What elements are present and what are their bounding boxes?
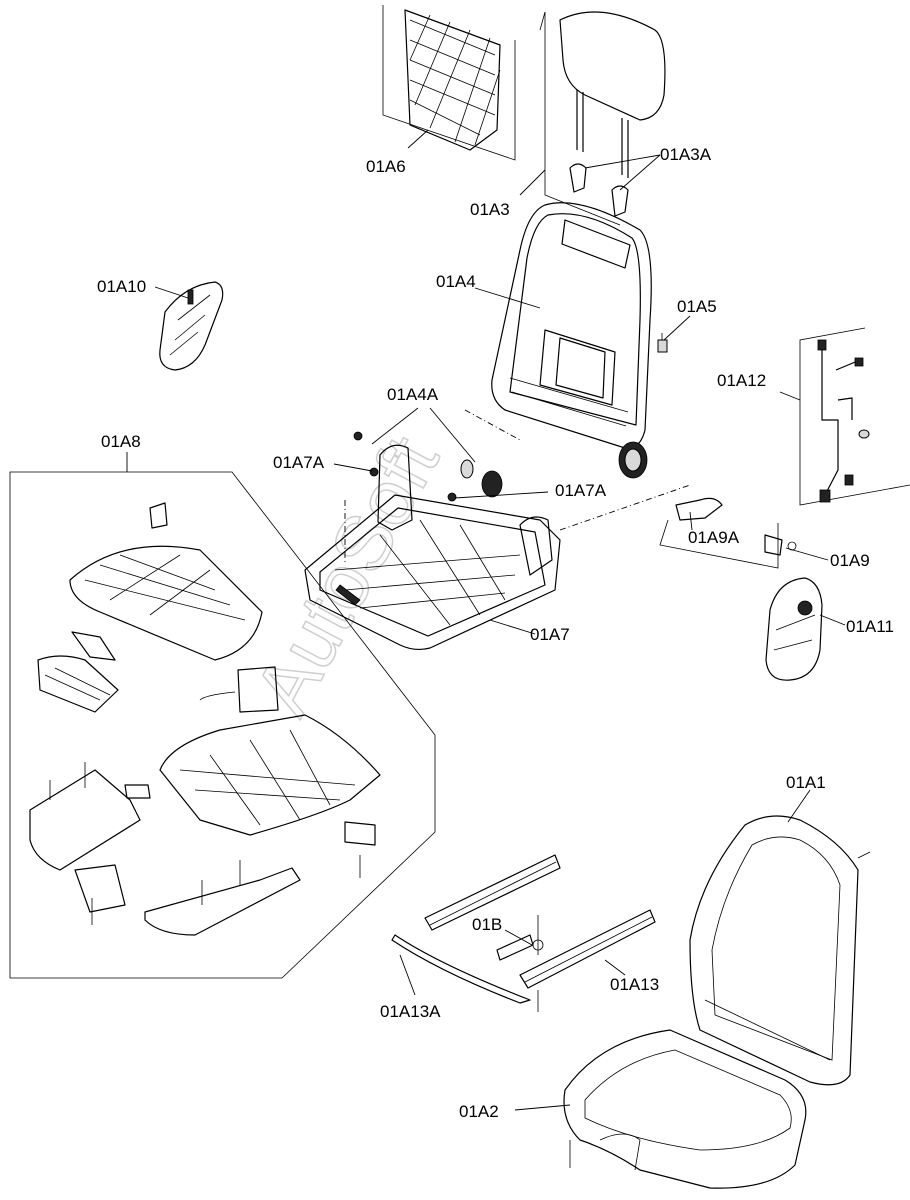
watermark: AutoSoft <box>237 422 455 728</box>
label-01A6: 01A6 <box>366 157 406 176</box>
leader-lines <box>126 129 846 1111</box>
seatback-cover-part <box>689 815 871 1086</box>
label-01A13A: 01A13A <box>380 1002 441 1021</box>
label-01A3A: 01A3A <box>660 145 712 164</box>
headrest-part <box>539 11 666 226</box>
label-01A12: 01A12 <box>717 371 766 390</box>
label-01A8: 01A8 <box>101 432 141 451</box>
label-01A9: 01A9 <box>830 551 870 570</box>
label-01A7: 01A7 <box>530 625 570 644</box>
label-01A11: 01A11 <box>846 617 894 636</box>
seatback-frame-part <box>464 202 652 479</box>
label-01B: 01B <box>472 915 502 934</box>
label-01A7A-left: 01A7A <box>273 453 325 472</box>
label-01A5: 01A5 <box>677 297 717 316</box>
side-cover-left-part <box>159 281 224 371</box>
recliner-lever-part <box>559 484 797 569</box>
cushion-cover-part <box>563 1029 807 1189</box>
part-labels: 01A6 01A3 01A3A 01A4 01A5 01A10 01A12 01… <box>97 145 894 1121</box>
label-01A1: 01A1 <box>786 773 826 792</box>
label-01A13: 01A13 <box>610 975 659 994</box>
net-pocket-part <box>382 5 516 161</box>
cushion-assembly-box <box>9 471 436 979</box>
cushion-frame-part <box>304 431 561 651</box>
label-01A4A: 01A4A <box>387 385 439 404</box>
label-01A3: 01A3 <box>470 200 510 219</box>
clip-part <box>657 333 668 353</box>
label-01A4: 01A4 <box>436 272 476 291</box>
label-01A9A: 01A9A <box>688 528 740 547</box>
label-01A2: 01A2 <box>459 1102 499 1121</box>
label-01A7A-right: 01A7A <box>555 481 607 500</box>
side-cover-right-part <box>765 577 823 681</box>
wiring-harness-part <box>799 327 910 506</box>
label-01A10: 01A10 <box>97 277 146 296</box>
seat-rails-part <box>391 854 656 1012</box>
